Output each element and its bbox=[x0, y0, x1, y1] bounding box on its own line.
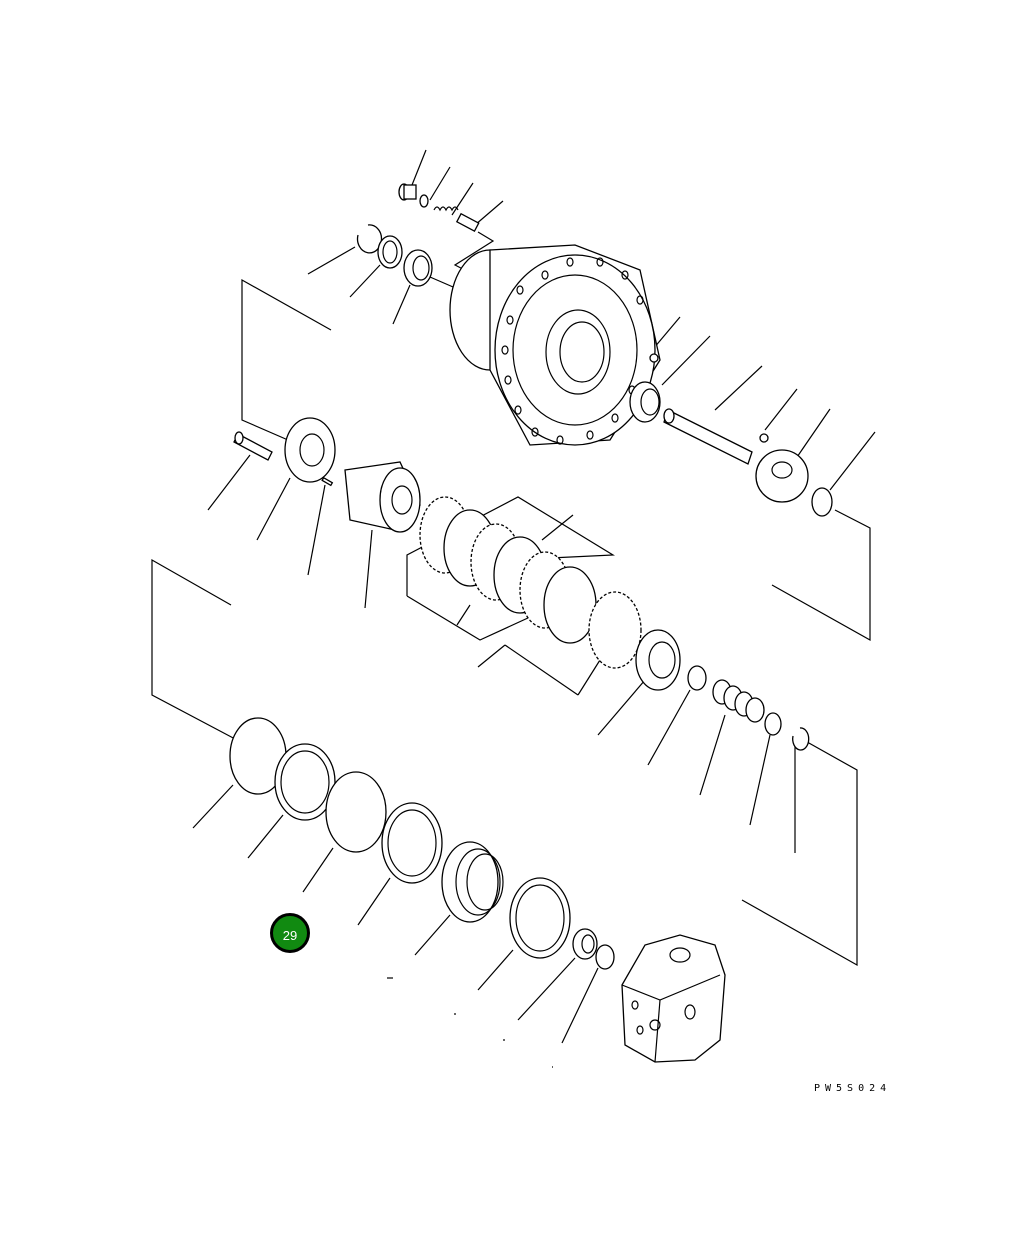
ball-icon bbox=[759, 433, 769, 443]
motor-housing-icon bbox=[449, 244, 661, 446]
retainer-plate-icon bbox=[284, 417, 336, 483]
drawing-id-label: PW5S024 bbox=[814, 1083, 892, 1094]
bearing-small-icon bbox=[572, 928, 598, 960]
washer-icon bbox=[377, 235, 403, 269]
snap-ring-icon bbox=[356, 224, 383, 254]
washer-small-icon bbox=[687, 665, 707, 691]
pin-icon bbox=[455, 212, 480, 232]
ring-small-icon bbox=[595, 944, 615, 970]
spring-icon bbox=[433, 206, 459, 212]
snap-ring-2-icon bbox=[792, 727, 810, 751]
plate-3-icon bbox=[509, 877, 571, 959]
pin-rod-icon bbox=[233, 431, 273, 461]
o-ring-large-icon bbox=[325, 771, 387, 853]
shaft-icon bbox=[663, 408, 753, 465]
valve-body-icon bbox=[621, 934, 726, 1063]
bearing-icon bbox=[403, 249, 433, 287]
plug-icon bbox=[398, 183, 417, 201]
o-ring-icon bbox=[419, 194, 429, 208]
key-icon bbox=[321, 476, 334, 487]
washer-2-icon bbox=[764, 712, 782, 736]
ball-bearing-icon bbox=[629, 381, 661, 423]
valve-plate-bearing-icon bbox=[635, 629, 681, 691]
piston-icon bbox=[441, 841, 504, 923]
dowel-pin-icon bbox=[649, 353, 659, 363]
plate-icon bbox=[274, 743, 336, 821]
stray-marks bbox=[387, 977, 553, 1068]
spring-stack-icon bbox=[712, 679, 765, 723]
bushing-icon bbox=[811, 487, 833, 517]
seal-retainer-icon bbox=[755, 449, 809, 503]
part-callout-badge[interactable]: 29 bbox=[270, 913, 310, 953]
callout-number: 29 bbox=[282, 928, 298, 943]
cylinder-block-icon bbox=[344, 461, 421, 533]
plate-2-icon bbox=[381, 802, 443, 884]
friction-plates-icon bbox=[419, 496, 642, 669]
